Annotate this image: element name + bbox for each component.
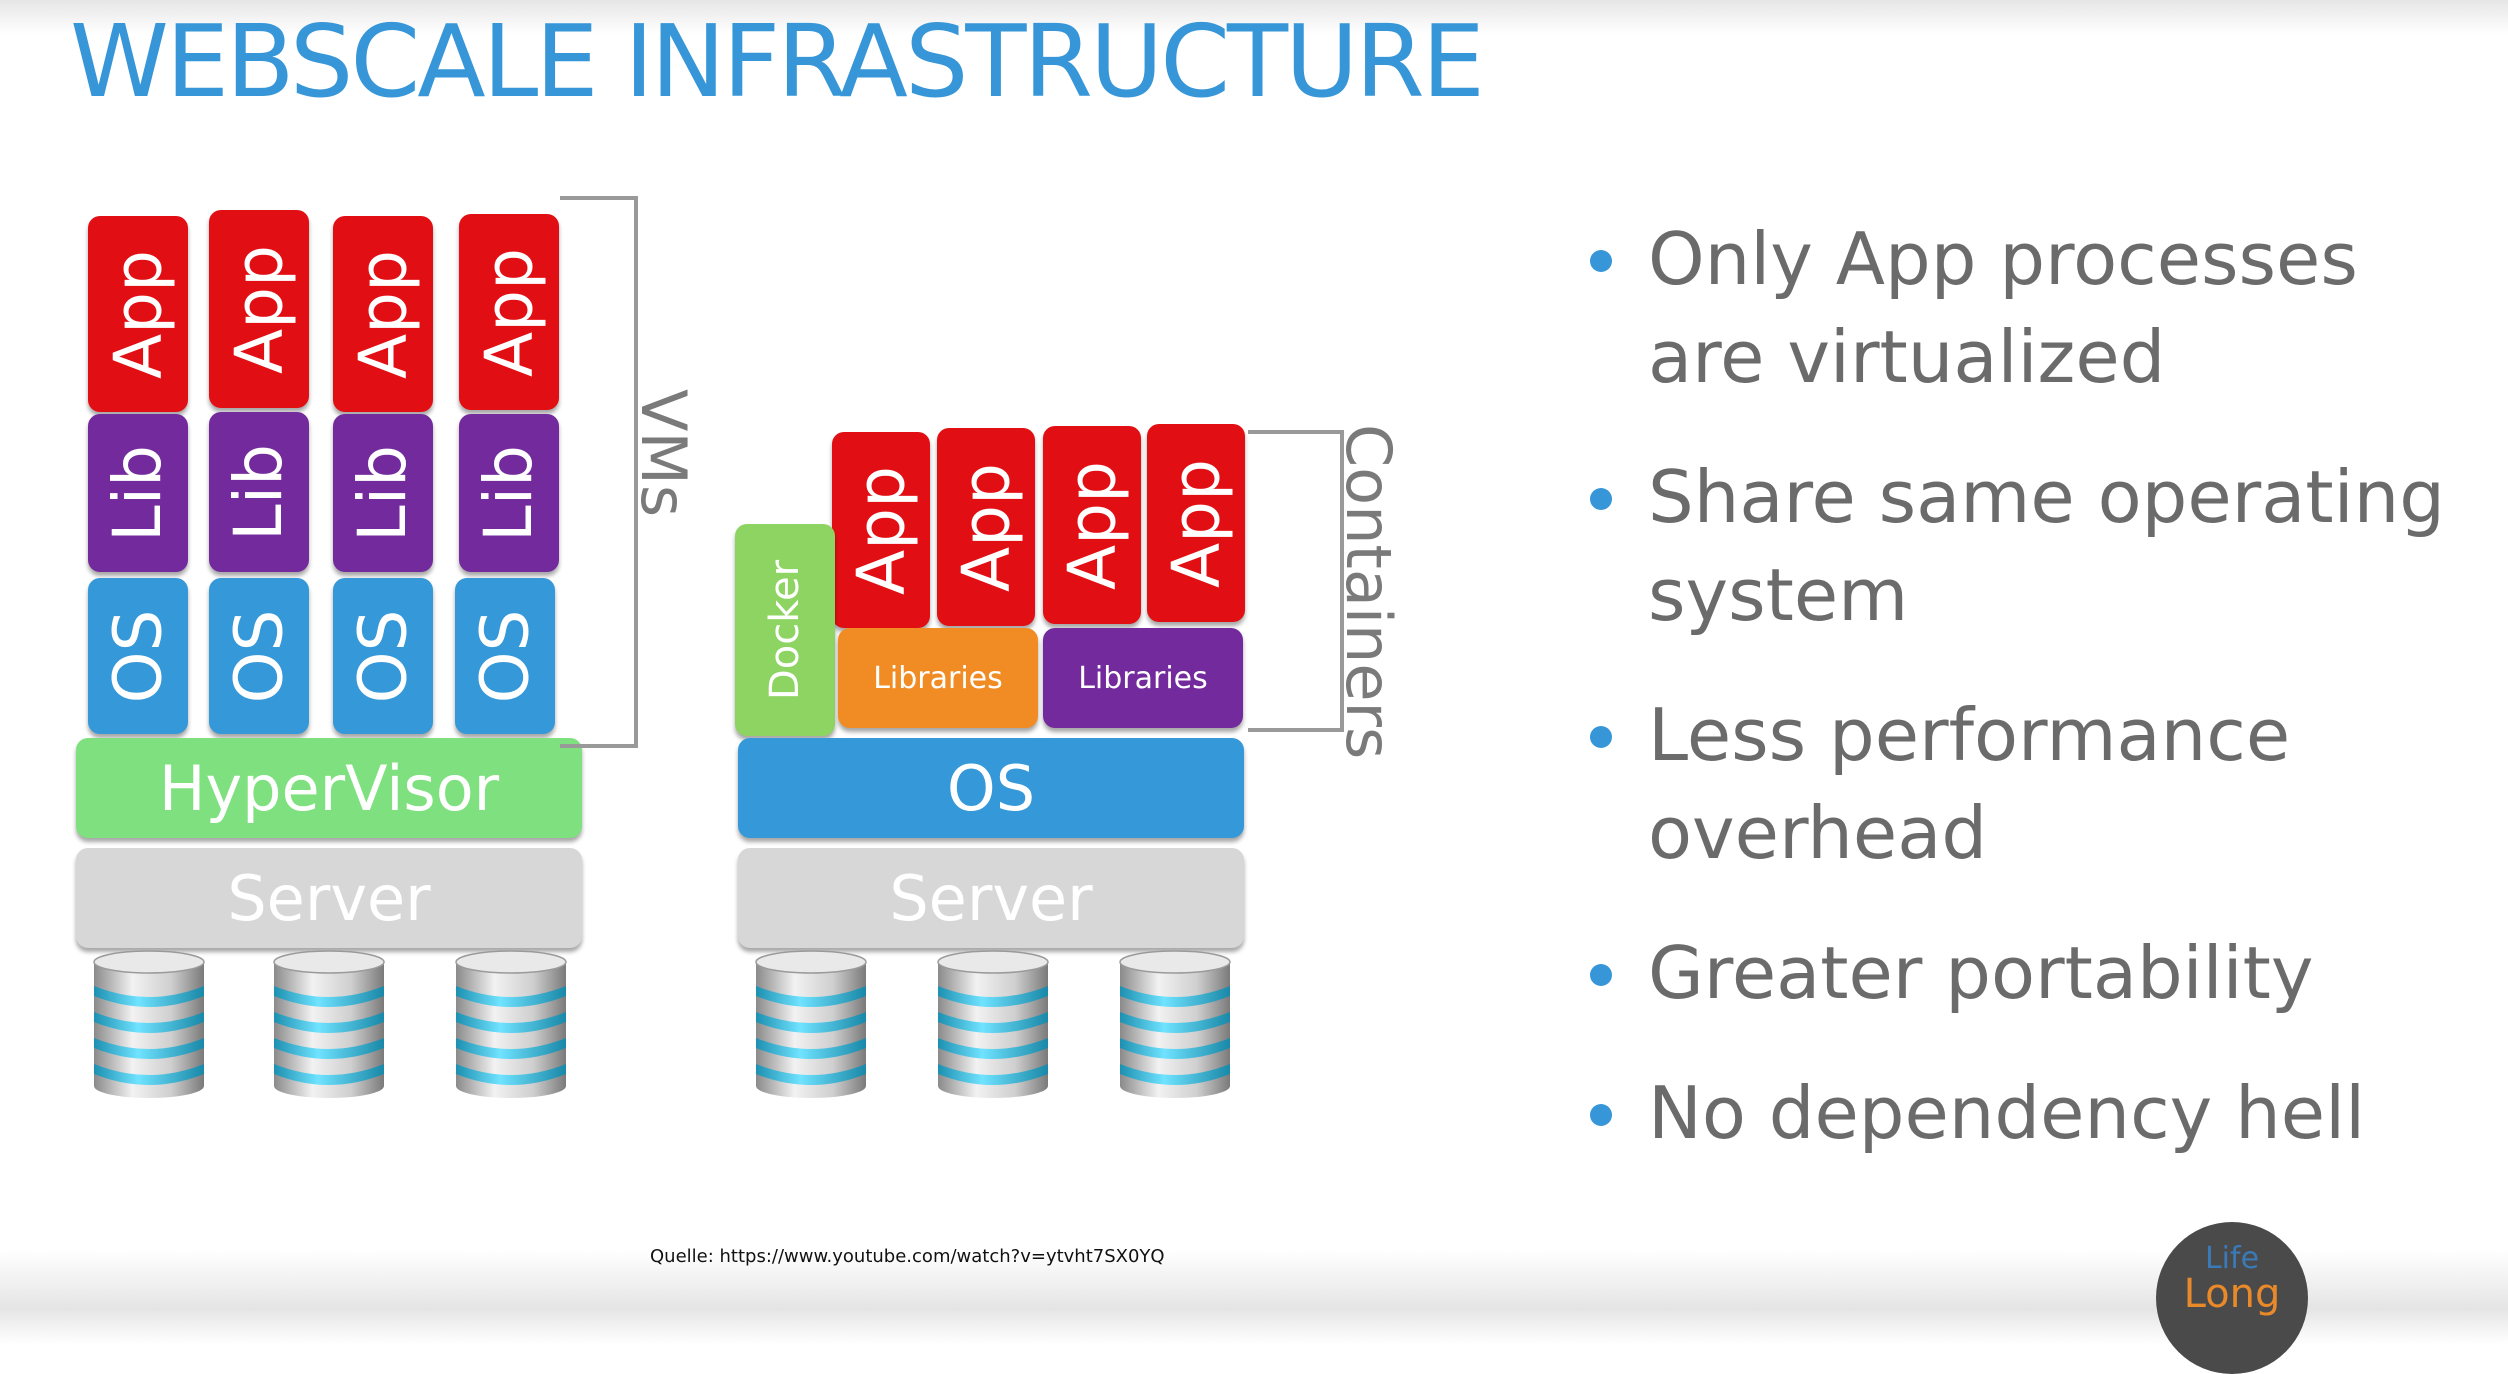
vm-os-block: OS [88, 578, 188, 734]
vm-os-block: OS [333, 578, 433, 734]
container-libraries-label: Libraries [1078, 660, 1208, 696]
bullet-dot-icon [1590, 488, 1612, 510]
vm-lib-label: Lib [470, 444, 548, 542]
docker-block: Docker [735, 524, 835, 736]
bullet-dot-icon [1590, 250, 1612, 272]
bullet-text: Only App processes are virtualized [1648, 217, 2358, 399]
slide-title: WEBSCALE INFRASTRUCTURE [70, 3, 1485, 120]
bullet-dot-icon [1590, 1104, 1612, 1126]
hypervisor-label: HyperVisor [158, 751, 500, 825]
container-server-label: Server [889, 861, 1093, 935]
docker-label: Docker [762, 559, 808, 701]
vm-lib-label: Lib [220, 443, 298, 541]
bullet-text: No dependency hell [1648, 1071, 2366, 1155]
bullet-dot-icon [1590, 726, 1612, 748]
container-app-block: App [937, 428, 1035, 626]
vm-os-block: OS [455, 578, 555, 734]
bullet-dot-icon [1590, 964, 1612, 986]
database-icon [93, 950, 205, 1098]
vm-lib-block: Lib [333, 414, 433, 572]
vms-bracket [560, 196, 638, 748]
container-app-label: App [1157, 458, 1235, 588]
container-libraries-block: Libraries [838, 628, 1038, 728]
database-icon [455, 950, 567, 1098]
hypervisor-block: HyperVisor [76, 738, 582, 838]
vms-bracket-label: VMs [627, 389, 700, 518]
source-citation: Quelle: https://www.youtube.com/watch?v=… [650, 1246, 1165, 1267]
vm-app-block: App [333, 216, 433, 412]
container-app-block: App [1147, 424, 1245, 622]
bullet-item: Only App processes are virtualized [1590, 210, 2470, 406]
container-server-block: Server [738, 848, 1244, 948]
container-os-block: OS [738, 738, 1244, 838]
vm-lib-block: Lib [209, 412, 309, 572]
bullet-item: No dependency hell [1590, 1064, 2470, 1162]
bullet-text: Share same operating system [1648, 455, 2445, 637]
container-app-label: App [1053, 460, 1131, 590]
container-app-block: App [1043, 426, 1141, 624]
logo-line-2: Long [2183, 1271, 2281, 1317]
bullet-item: Greater portability [1590, 924, 2470, 1022]
containers-bracket-label: Containers [1332, 424, 1405, 760]
database-icon [273, 950, 385, 1098]
bullet-item: Less performance overhead [1590, 686, 2470, 882]
vm-lib-label: Lib [344, 444, 422, 542]
vm-os-block: OS [209, 578, 309, 734]
vm-server-block: Server [76, 848, 582, 948]
container-libraries-block: Libraries [1043, 628, 1243, 728]
feature-bullet-list: Only App processes are virtualized Share… [1590, 210, 2470, 1204]
vm-app-label: App [99, 249, 177, 379]
vm-app-label: App [470, 247, 548, 377]
vm-lib-block: Lib [88, 414, 188, 572]
logo-line-1: Life [2204, 1241, 2260, 1276]
container-app-label: App [947, 462, 1025, 592]
database-icon [937, 950, 1049, 1098]
container-libraries-label: Libraries [873, 660, 1003, 696]
channel-logo: Life Long [2156, 1222, 2308, 1374]
vm-server-label: Server [227, 861, 431, 935]
vm-app-block: App [88, 216, 188, 412]
vm-app-label: App [220, 244, 298, 374]
vm-os-label: OS [99, 609, 177, 703]
bullet-item: Share same operating system [1590, 448, 2470, 644]
vm-app-block: App [459, 214, 559, 410]
vm-lib-label: Lib [99, 444, 177, 542]
vm-os-label: OS [220, 609, 298, 703]
bullet-text: Greater portability [1648, 931, 2314, 1015]
vm-os-label: OS [466, 609, 544, 703]
database-icon [755, 950, 867, 1098]
vm-os-label: OS [344, 609, 422, 703]
vm-lib-block: Lib [459, 414, 559, 572]
container-app-block: App [832, 432, 930, 628]
containers-bracket [1248, 430, 1344, 732]
container-os-label: OS [946, 751, 1036, 825]
vm-app-label: App [344, 249, 422, 379]
bullet-text: Less performance overhead [1648, 693, 2291, 875]
database-icon [1119, 950, 1231, 1098]
vm-app-block: App [209, 210, 309, 408]
container-app-label: App [842, 465, 920, 595]
